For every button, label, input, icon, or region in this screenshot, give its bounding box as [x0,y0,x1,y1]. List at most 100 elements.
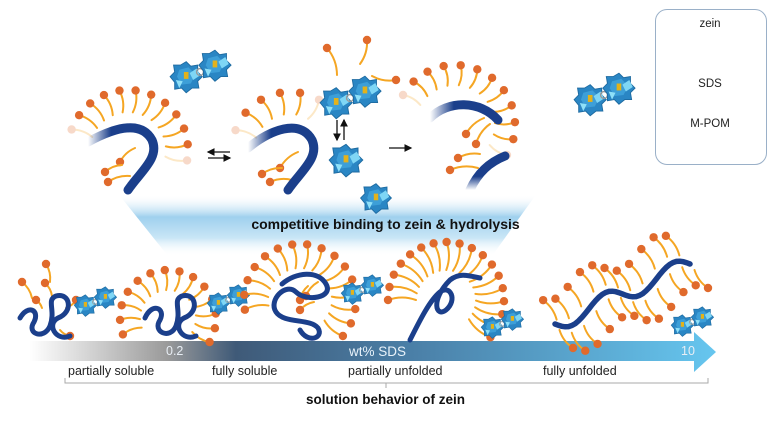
stage-label-fully-soluble: fully soluble [212,364,277,378]
m-pom-free [170,50,231,93]
axis-tick-low: 0.2 [166,344,183,358]
sds-molecule [250,263,274,281]
top-panel-exchange [231,36,400,214]
sds-molecule [384,296,416,304]
sds-molecule [325,321,348,341]
legend-label-zein: zein [655,18,765,30]
sds-molecule [494,134,518,143]
sds-molecule [231,126,256,138]
sds-molecule [243,276,270,289]
sds-molecule [472,124,490,148]
sds-molecule [146,269,158,292]
sds-molecule [166,140,192,148]
sds-molecule [480,74,497,94]
sds-molecule [118,301,141,311]
sds-molecule [75,111,97,128]
sds-molecule [276,152,298,172]
axis-tick-high: 10 [681,344,695,358]
sds-molecule [32,296,42,308]
sds-molecule [18,278,32,298]
sds-molecule [143,90,156,114]
stage-fully-unfolded-graphic [539,232,714,355]
sds-molecule [576,268,594,292]
m-pom-cluster [361,184,392,214]
sds-molecule [385,283,416,293]
sds-molecule [276,89,285,115]
sds-molecule [488,86,508,102]
stage-label-partially-soluble: partially soluble [68,364,154,378]
sds-molecule [399,91,421,105]
sds-molecule [308,96,323,119]
sds-molecule [101,165,122,176]
top-panel-hydrolyzed [399,61,635,190]
sds-molecule [133,277,150,297]
sds-molecule [296,89,304,115]
sds-molecule [475,307,506,318]
sds-molecule [161,266,169,290]
m-pom-dimer [74,287,116,317]
sds-molecule [332,305,360,313]
sds-molecule [470,65,482,88]
legend-label-sds: SDS [655,78,765,90]
zein-chain [410,275,480,340]
m-pom-dimer [671,307,713,337]
sds-molecule [159,110,181,127]
equilibrium-arrow [208,152,230,158]
sds-molecule [563,283,581,307]
sds-molecule [241,109,262,127]
sds-molecule [100,91,113,115]
sds-molecule [409,77,427,96]
footer-title: solution behavior of zein [0,392,771,407]
zein-chain [145,295,196,337]
sds-molecule [163,124,188,136]
sds-molecule [439,62,447,86]
sds-molecule [240,291,268,299]
sds-molecule [42,260,50,282]
zein-fragment-lower [470,156,505,190]
sds-molecule [457,61,465,85]
sds-molecule [493,101,516,112]
sds-molecule [104,176,130,186]
stage-partially-soluble-graphic [18,260,117,340]
sds-molecule [116,316,140,324]
sds-molecule [183,273,198,294]
sds-molecule [446,166,478,174]
sds-molecule [195,324,219,332]
zein-chain [20,295,70,337]
sds-molecule [596,311,614,333]
sds-molecule [257,96,272,119]
sds-molecule [637,245,655,269]
m-pom-approaching [320,76,381,119]
exchange-arrow [337,120,344,140]
m-pom-dimer [341,275,383,305]
sds-molecule [454,154,480,163]
top-mechanism-row [67,36,635,214]
sds-molecule [329,313,355,327]
sds-molecule [116,148,135,166]
top-panel-bound [67,50,231,190]
sds-molecule [476,297,508,305]
sds-molecule [658,289,676,311]
stage-label-fully-unfolded: fully unfolded [543,364,617,378]
m-pom-released [574,73,635,116]
sds-molecule [151,99,169,120]
sds-molecule [165,156,191,164]
stage-label-partially-unfolded: partially unfolded [348,364,443,378]
sds-molecule [423,67,436,89]
stage-bracket [65,378,708,388]
sds-molecule [670,274,688,296]
axis-title: wt% SDS [349,344,406,359]
stage-fully-soluble-graphic [116,266,250,346]
sds-molecule [360,36,371,64]
sds-molecule [241,305,269,314]
sds-molecule [131,86,139,112]
sds-molecule [115,86,123,112]
legend-label-m-pom: M-POM [655,118,765,130]
sds-molecule [390,270,419,286]
sds-molecule [86,99,104,120]
sds-molecule [175,267,184,291]
zein-fragment-upper [430,105,498,120]
m-pom-cluster [329,144,363,176]
banner-label: competitive binding to zein & hydrolysis [0,216,771,232]
sds-molecule [119,328,142,339]
